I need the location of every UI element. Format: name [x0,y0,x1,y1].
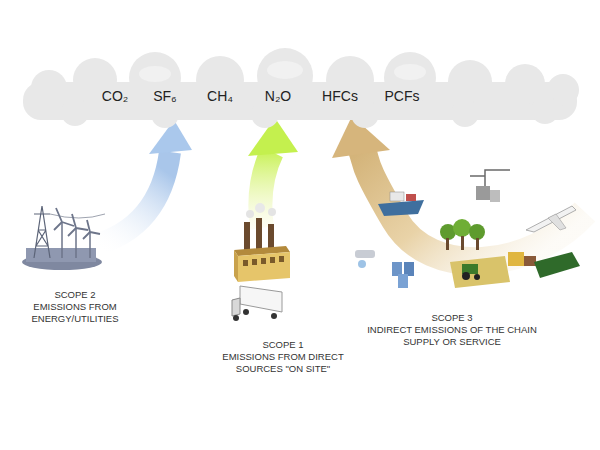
chimney [268,224,274,250]
truck-cab [232,298,240,316]
industrial-block [490,190,500,202]
gas-name: PCFs [385,88,420,104]
cloud-puff [251,100,279,128]
barrel [404,262,414,276]
ship-container [406,194,416,201]
scope1-arrow [248,118,298,228]
turbine-blades [68,214,88,236]
scope-description: INDIRECT EMISSIONS OF THE CHAIN SUPPLY O… [357,324,547,348]
scope-description: EMISSIONS FROM ENERGY/UTILITIES [20,301,130,325]
chimney [244,222,250,250]
cloud-puff [351,100,379,128]
scope-heading: SCOPE 2 [20,289,130,301]
cloud-shape [23,48,579,128]
truck-trailer [240,286,282,312]
window [261,258,266,264]
window [252,259,257,265]
turbine-blades [83,220,100,239]
window [279,256,284,262]
wheel [462,272,470,280]
barrel [398,274,408,288]
trees-symbol [440,219,485,250]
scope-heading: SCOPE 1 [213,339,353,351]
turbine-mast [75,228,77,258]
cloud-puff [384,52,436,104]
plane-body [526,206,576,232]
ship-hull [378,200,424,216]
wheel [243,309,249,315]
turbine-mast [61,222,63,258]
smoke-puff [246,210,254,218]
plant-building [26,248,96,262]
cloud-puff [196,56,244,104]
trunk [476,238,479,250]
cloud-puff [151,100,179,128]
wheel [233,315,239,321]
barrels-symbol [392,262,414,288]
truck-cab [524,256,536,266]
window [243,260,248,266]
factory-windows [243,256,284,266]
factory-side [234,250,238,282]
tree [453,219,471,237]
ship-cabin [390,192,404,201]
factory-wall [238,252,290,282]
plane-wing [548,214,566,230]
hay-bale [508,252,524,266]
smoke-puff [255,203,265,213]
arrow-body [362,150,585,261]
smoke-puff [268,208,276,216]
gas-name: HFCs [322,88,358,104]
water-drop [358,260,366,268]
chimney [256,218,262,250]
cloud-puff [448,60,492,104]
scope2-arrow [92,120,192,246]
gas-name: CO₂ [102,88,128,104]
cloud-puff [129,52,181,104]
trunk [461,236,464,250]
green-field [534,252,580,278]
scope3-arrow [332,116,585,261]
turbine-mast [89,232,91,258]
pipeline-symbol [355,250,375,268]
pipe [355,250,375,258]
cloud-puff [531,96,559,124]
ship-symbol [378,192,424,216]
pylon-lattice [34,206,50,258]
pylon-symbol [34,206,105,258]
crane-symbol [470,170,510,202]
wheel [271,313,277,319]
cloud-highlight [394,64,426,80]
turbine-blades [54,208,74,230]
arrow-body [92,152,170,246]
cloud-puff [257,48,313,104]
wheel [474,274,480,280]
scope-heading: SCOPE 3 [357,312,547,324]
energy-illustration [22,206,105,270]
factory-illustration [232,203,290,321]
industrial-block [476,186,490,200]
cloud-highlight [139,66,171,82]
tree [469,224,485,240]
cloud-puff [61,98,89,126]
crop-field [450,256,510,288]
cloud-node: CO₂ SF₆ CH₄ N₂O HFCs PCFs [15,60,585,132]
plane-symbol [526,206,576,232]
cloud-outline [15,60,585,132]
cloud-puff [451,99,479,127]
wind-turbines [54,208,100,258]
field-symbol [450,252,580,288]
cloud-highlight [267,61,303,79]
supply-chain-illustration [355,170,580,288]
scope-description: EMISSIONS FROM DIRECT SOURCES "ON SITE" [213,351,353,375]
arrow-body [260,152,272,228]
gas-name: SF₆ [153,88,177,104]
gas-name: N₂O [265,88,291,104]
window [270,257,275,263]
gas-name: CH₄ [207,88,233,104]
trunk [446,238,449,250]
barrel [392,262,402,276]
cloud-puff [31,70,67,106]
